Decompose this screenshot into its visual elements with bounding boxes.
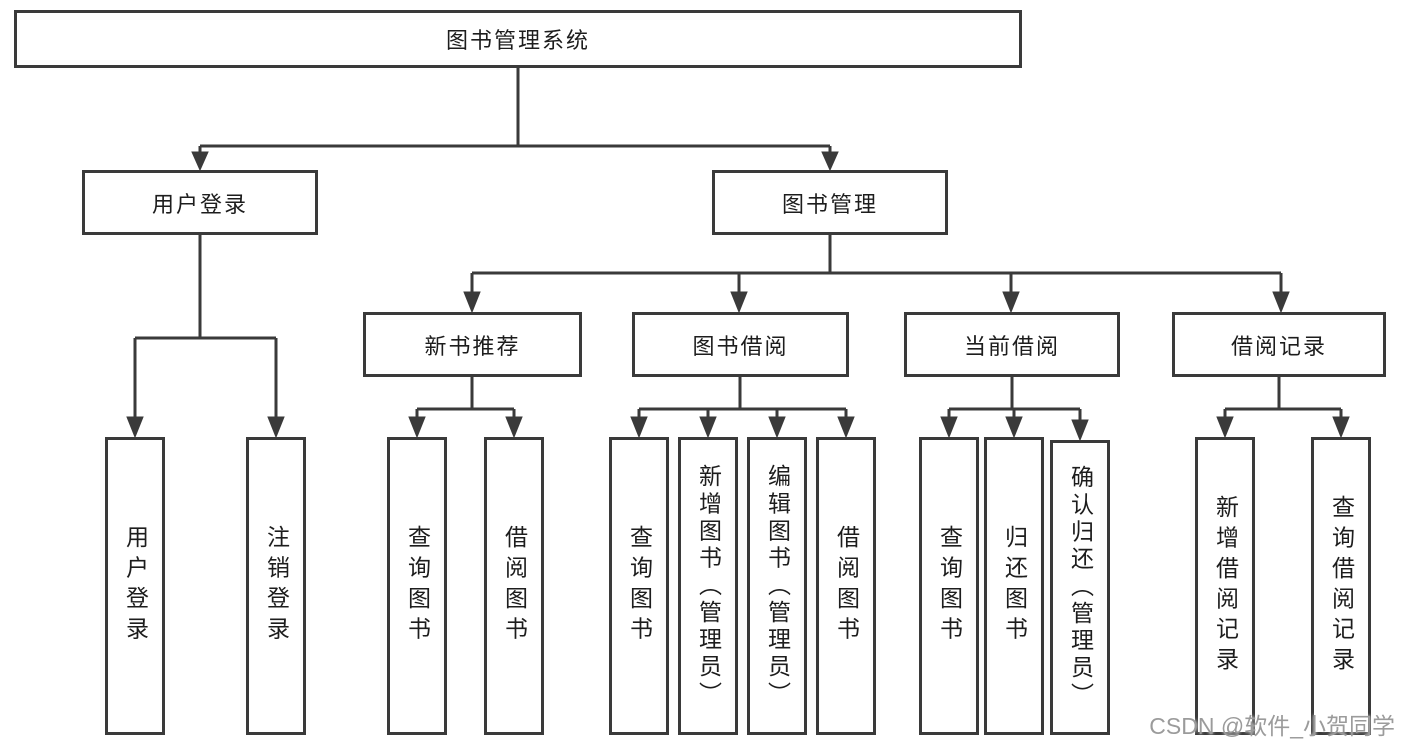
arrowhead <box>126 416 144 439</box>
node-current-borrow-label: 当前借阅 <box>963 333 1060 359</box>
arrowhead <box>1005 416 1023 439</box>
arrowhead <box>940 416 958 439</box>
node-leaf-borrow-add: 新增图书（管理员） <box>678 437 738 735</box>
node-borrow-records-label: 借阅记录 <box>1230 333 1327 359</box>
node-leaf-newbook-borrow: 借阅图书 <box>484 437 544 735</box>
arrowhead <box>463 291 481 314</box>
node-leaf-logout: 注销登录 <box>246 437 306 735</box>
node-leaf-user-login-label: 用户登录 <box>122 525 149 647</box>
node-leaf-records-add-label: 新增借阅记录 <box>1212 494 1239 678</box>
node-book-borrow-label: 图书借阅 <box>692 333 789 359</box>
arrowhead <box>1002 291 1020 314</box>
node-leaf-current-confirm: 确认归还（管理员） <box>1050 440 1110 735</box>
arrowhead <box>1071 419 1089 442</box>
node-book-mgmt-label: 图书管理 <box>781 191 878 217</box>
node-leaf-borrow-borrow-label: 借阅图书 <box>833 525 860 647</box>
node-book-mgmt: 图书管理 <box>712 170 948 235</box>
arrowhead <box>267 416 285 439</box>
node-leaf-logout-label: 注销登录 <box>263 525 290 647</box>
node-leaf-borrow-edit: 编辑图书（管理员） <box>747 437 807 735</box>
node-leaf-current-confirm-label: 确认归还（管理员） <box>1067 465 1094 710</box>
node-new-book-recommend-label: 新书推荐 <box>424 333 521 359</box>
arrowhead <box>837 416 855 439</box>
node-borrow-records: 借阅记录 <box>1172 312 1386 377</box>
watermark: CSDN @软件_小贺同学 <box>1149 713 1395 739</box>
arrowhead <box>768 416 786 439</box>
node-user-login-label: 用户登录 <box>151 191 248 217</box>
arrowhead <box>730 291 748 314</box>
node-leaf-borrow-borrow: 借阅图书 <box>816 437 876 735</box>
node-leaf-newbook-query-label: 查询图书 <box>404 525 431 647</box>
node-leaf-records-add: 新增借阅记录 <box>1195 437 1255 735</box>
arrowhead <box>505 416 523 439</box>
node-leaf-current-return: 归还图书 <box>984 437 1044 735</box>
node-user-login: 用户登录 <box>82 170 318 235</box>
node-leaf-borrow-edit-label: 编辑图书（管理员） <box>764 463 791 709</box>
arrowhead <box>1216 416 1234 439</box>
node-current-borrow: 当前借阅 <box>904 312 1120 377</box>
node-leaf-records-query: 查询借阅记录 <box>1311 437 1371 735</box>
node-leaf-current-query-label: 查询图书 <box>936 525 963 647</box>
node-leaf-newbook-query: 查询图书 <box>387 437 447 735</box>
node-leaf-borrow-add-label: 新增图书（管理员） <box>695 463 722 709</box>
node-new-book-recommend: 新书推荐 <box>363 312 582 377</box>
node-leaf-borrow-query-label: 查询图书 <box>626 525 653 647</box>
node-leaf-user-login: 用户登录 <box>105 437 165 735</box>
node-leaf-current-return-label: 归还图书 <box>1001 525 1028 647</box>
node-leaf-borrow-query: 查询图书 <box>609 437 669 735</box>
node-root: 图书管理系统 <box>14 10 1022 68</box>
node-root-label: 图书管理系统 <box>445 28 590 53</box>
arrowhead <box>1332 416 1350 439</box>
node-leaf-current-query: 查询图书 <box>919 437 979 735</box>
arrowhead <box>408 416 426 439</box>
arrowhead <box>821 151 839 172</box>
arrowhead <box>1272 291 1290 314</box>
node-leaf-records-query-label: 查询借阅记录 <box>1328 494 1355 678</box>
arrowhead <box>191 151 209 172</box>
node-leaf-newbook-borrow-label: 借阅图书 <box>501 525 528 647</box>
arrowhead <box>699 416 717 439</box>
arrowhead <box>630 416 648 439</box>
node-book-borrow: 图书借阅 <box>632 312 849 377</box>
